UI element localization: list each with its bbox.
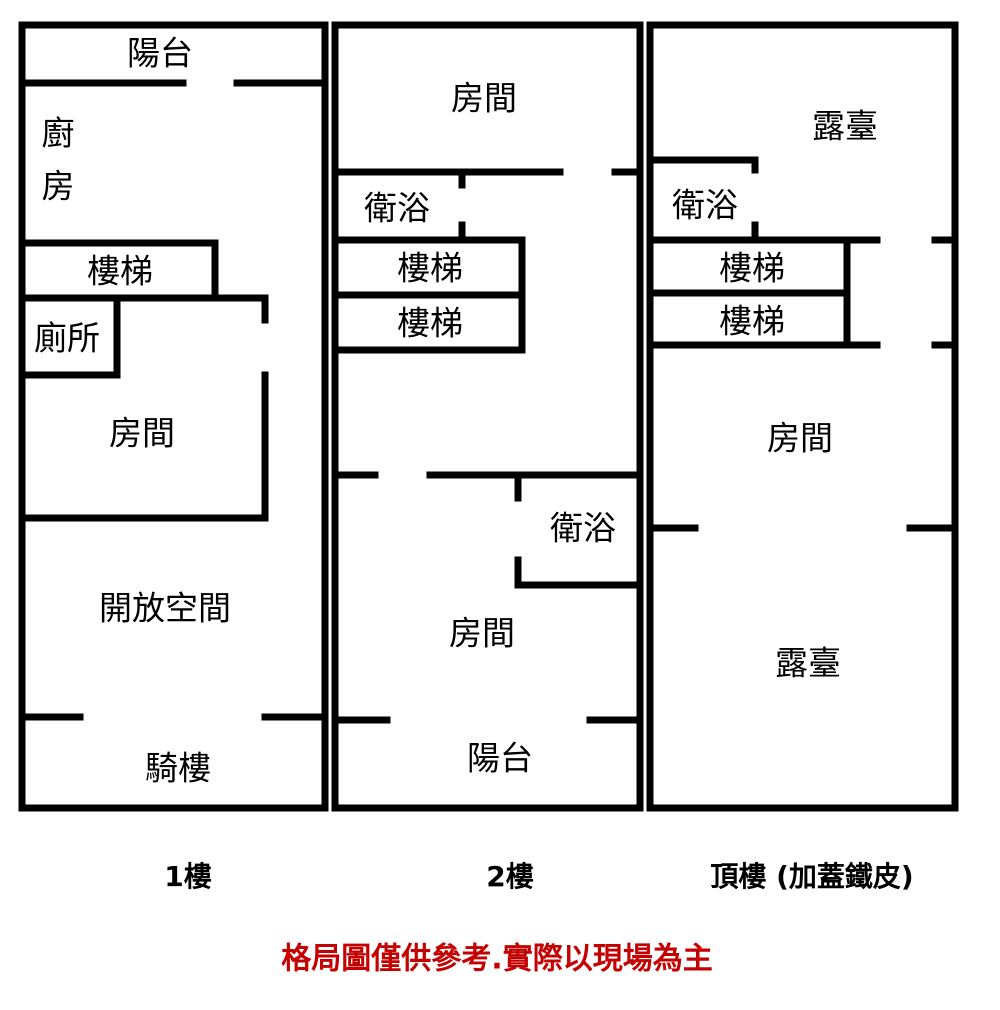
room-label: 樓梯 [397,249,463,288]
room-label: 露臺 [775,644,841,683]
disclaimer-note: 格局圖僅供參考.實際以現場為主 [281,942,712,977]
room-label: 騎樓 [145,749,211,788]
roof-floor-inner-walls [646,156,959,532]
room-label: 樓梯 [397,304,463,343]
floor-1-label: 1樓 [164,860,211,893]
room-label: 房間 [451,79,517,118]
floor-2-label: 2樓 [486,860,533,893]
room-label: 衛浴 [672,186,738,225]
floor-1-inner-walls [18,79,329,721]
room-label: 樓梯 [719,249,785,288]
roof-floor-plan: 露臺 衛浴 樓梯 樓梯 房間 露臺 [646,21,959,812]
room-label: 衛浴 [550,509,616,548]
room-label: 房間 [109,414,175,453]
room-label: 廁所 [34,319,100,358]
roof-floor-label: 頂樓 (加蓋鐵皮) [710,860,913,893]
room-label: 房間 [449,614,515,653]
room-label: 陽台 [467,739,533,778]
room-label: 衛浴 [364,189,430,228]
floor-2-outer-wall [331,21,644,812]
room-label: 樓梯 [87,252,153,291]
room-label: 陽台 [127,34,193,73]
floor-2-plan: 房間 衛浴 樓梯 樓梯 衛浴 房間 陽台 [331,21,644,812]
floor-1-outer-wall [18,21,329,812]
room-label: 房 [42,167,75,206]
room-label: 房間 [767,419,833,458]
room-label: 開放空間 [99,589,231,628]
room-label: 廚 [42,114,75,153]
roof-floor-outer-wall [646,21,959,812]
floor-2-inner-walls [331,168,644,724]
room-label: 樓梯 [719,302,785,341]
room-label: 露臺 [812,107,878,146]
floor-1-plan: 陽台 廚 房 樓梯 廁所 房間 開放空間 騎樓 [18,21,329,812]
